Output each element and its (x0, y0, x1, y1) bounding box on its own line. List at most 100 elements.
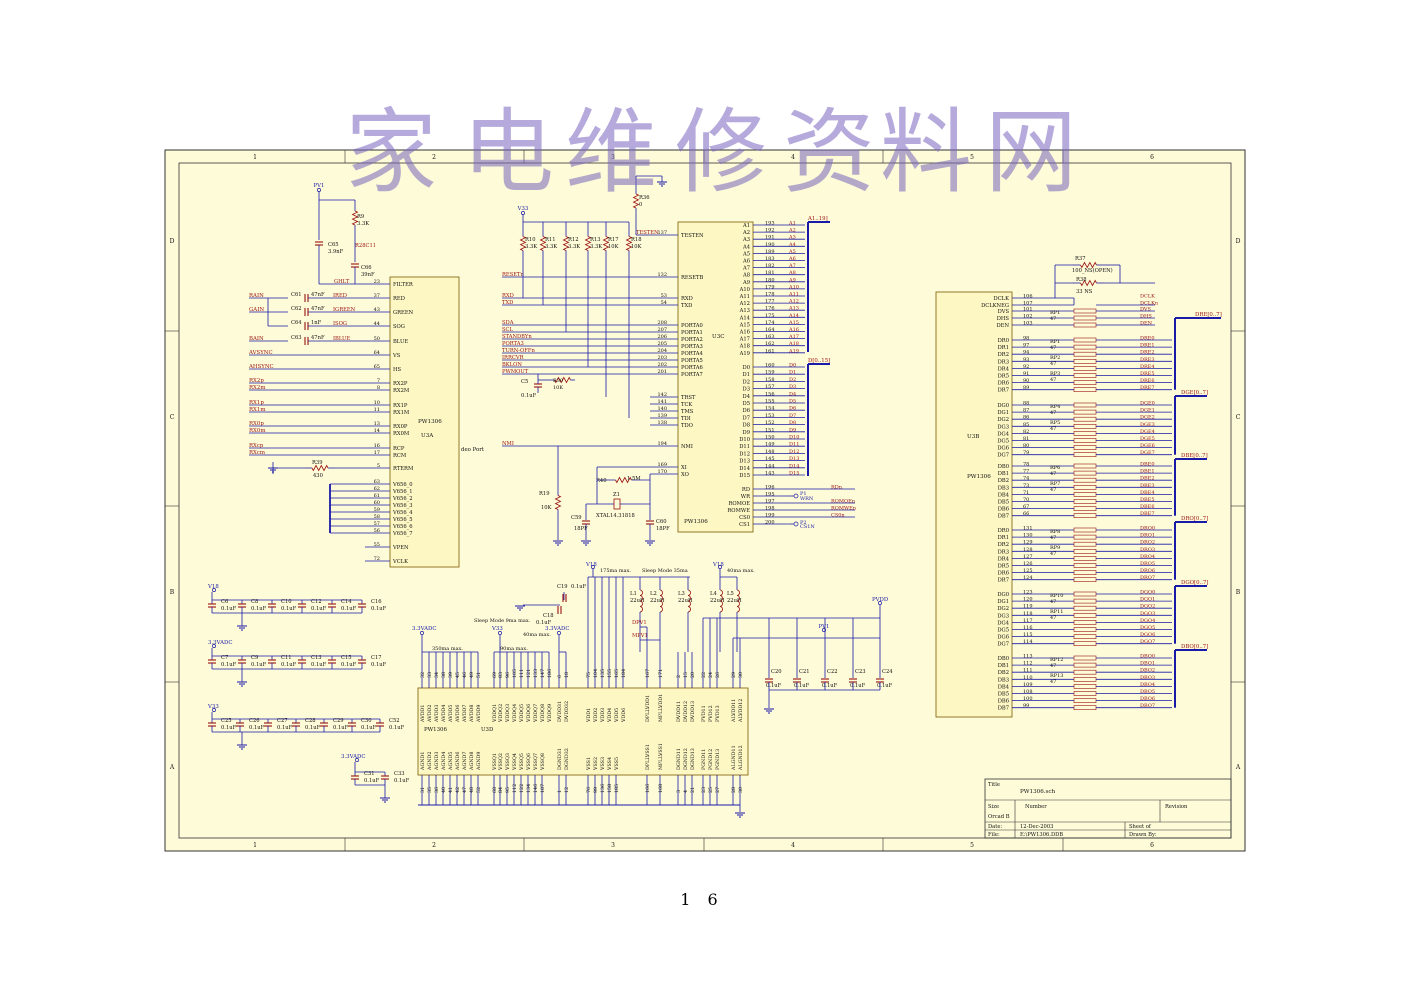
net-label: A11 (788, 292, 799, 298)
u3d-pin-name: VDDQ8 (540, 704, 546, 723)
u3d-pin-number: 46 (462, 672, 468, 678)
net-label: D4 (789, 391, 796, 397)
u3c-pin-number: 132 (657, 272, 667, 278)
inductor (736, 589, 740, 613)
cap-ref: C52 (389, 718, 400, 724)
u3b-pin-name: DR1 (998, 535, 1009, 541)
test-point-ref: P1 (800, 491, 807, 497)
u3b-pin-name: DB7 (998, 706, 1009, 712)
current-note: Sleep Mode 35ma (642, 568, 688, 574)
net-label: STANDBYn (502, 334, 532, 340)
u3d-pin-name: VDD1 (586, 708, 592, 723)
net-label: DBE2 (1140, 476, 1155, 482)
u3a-pin-number: 65 (374, 364, 380, 370)
net-label: AVSYNC (248, 350, 273, 356)
r36-resistor (632, 193, 640, 209)
net-label: DBE6 (1140, 504, 1155, 510)
u3a-pin-number: 64 (374, 350, 380, 356)
u3c-pin-name: PORTA0 (681, 323, 703, 329)
net-label: DBO3 (1140, 675, 1155, 681)
decoupling-power-port (212, 708, 216, 712)
u3d-pin-name: PGND11 (701, 749, 707, 770)
u3c-pin-name: A9 (742, 280, 750, 286)
current-note: 40ma max. (727, 568, 755, 574)
r9-resistor (351, 210, 359, 226)
cap-ref: C21 (799, 669, 810, 675)
net-label: D11 (789, 442, 799, 448)
net-label: DBO1 (1140, 661, 1155, 667)
net-label: A13 (788, 306, 799, 312)
frame-column-label: 6 (1150, 154, 1154, 161)
current-note: 350ma max. (432, 646, 463, 652)
net-label: DBO6 (1140, 696, 1155, 702)
frame-column-label: 3 (611, 154, 615, 161)
pullup-resistor (519, 236, 527, 251)
u3a-pin-number: 72 (374, 556, 380, 562)
u3c-pin-name: A5 (742, 251, 750, 257)
date-value: 12-Dec-2003 (1020, 824, 1053, 830)
u3b-pin-number: 108 (1023, 689, 1033, 695)
net-label: DRE4 (1140, 364, 1155, 370)
resistor-pack-value: 47 (1050, 487, 1056, 493)
u3d-pin-number: 133 (533, 669, 539, 678)
net-label: DRE7 (1140, 385, 1155, 391)
u3c-pin-number: 179 (765, 284, 775, 290)
res-ref: R18 (631, 237, 642, 243)
watermark-char: 电 (462, 99, 555, 206)
net-label: A12 (788, 299, 799, 305)
net-label: DCLK (1140, 294, 1155, 300)
bus-label: DGO[0..7] (1181, 580, 1209, 586)
r39-resistor (311, 464, 329, 472)
u3b-pin-name: DB1 (998, 663, 1009, 669)
res-value: 10K (553, 385, 563, 391)
power-label: V18 (585, 562, 597, 568)
net-label: RX2m (249, 385, 265, 391)
u3b-pin-name: DB5 (998, 692, 1009, 698)
u3c-pin-name: PORTA3 (681, 344, 703, 350)
bus-label: DRE[0..7] (1195, 312, 1222, 318)
u3d-pin-number: 84 (498, 787, 504, 793)
u3d-pin-name: VSS4 (607, 757, 613, 771)
cap-value: 0.1uF (311, 662, 327, 668)
watermark-char: 家 (345, 99, 438, 206)
u3b-pin-number: 81 (1023, 436, 1029, 442)
net-label: RXcp (249, 443, 264, 449)
u3a-pin-number: 10 (374, 400, 380, 406)
net-label: A15 (788, 320, 799, 326)
net-label: DGE6 (1140, 443, 1155, 449)
inductor (687, 589, 691, 613)
frame-row-label: C (170, 414, 175, 421)
net-label: SCL (502, 327, 514, 333)
u3d-pin-name: VDD4 (607, 708, 613, 723)
u3b-pin-name: DG3 (997, 613, 1009, 619)
u3d-pin-name: DGND13 (690, 748, 696, 770)
u3c-pin-number: 182 (765, 263, 775, 269)
cap-value: 0.1uF (822, 683, 838, 689)
bus-label: DRO[0..7] (1181, 516, 1208, 522)
watermark-char: 修 (675, 99, 768, 206)
u3d-pin-number: 6 (557, 675, 563, 678)
u3d-pin-name: VDD6 (621, 708, 627, 723)
u3b-pin-number: 114 (1023, 639, 1033, 645)
u3c-pin-number: 159 (765, 370, 775, 376)
res-value: 10K (541, 505, 552, 511)
u3c-pin-name: PORTA7 (681, 372, 703, 378)
u3c-pin-number: 160 (765, 363, 775, 369)
vddq-power-port (498, 631, 502, 635)
u3c-pin-number: 180 (765, 277, 775, 283)
net-label: A18 (788, 341, 799, 347)
u3d-pin-number: 49 (469, 672, 475, 678)
u3d-pin-name: AVDD6 (455, 705, 461, 723)
net-label: IGREEN (333, 307, 356, 313)
u3c-pin-name: A6 (742, 259, 750, 265)
u3c-pin-name: RD (742, 487, 750, 493)
net-label: RX0m (249, 428, 265, 434)
net-label: DRO5 (1140, 561, 1155, 567)
u3d-pin-number: 68 (492, 787, 498, 793)
u3a-pin-name: VPEN (392, 545, 409, 551)
net-label: DHS (1140, 314, 1152, 320)
u3b-pin-name: DB6 (998, 699, 1009, 705)
cap-ref: C31 (364, 771, 375, 777)
net-label: D10 (789, 435, 799, 441)
